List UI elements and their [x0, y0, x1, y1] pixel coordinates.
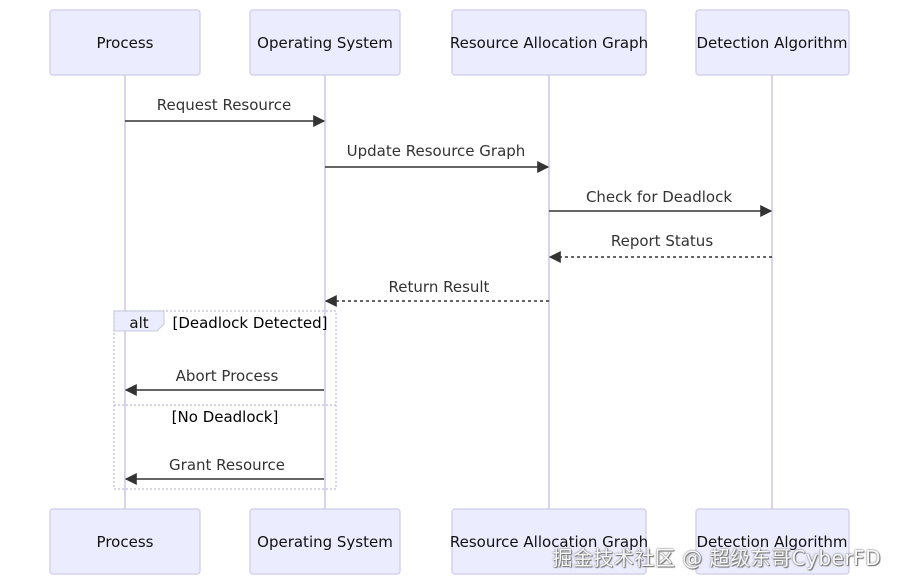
- alt-condition-deadlock-detected: [Deadlock Detected]: [172, 314, 327, 332]
- actor-top-detection-algorithm: Detection Algorithm: [695, 9, 850, 76]
- actor-bottom-resource-allocation-graph: Resource Allocation Graph: [450, 508, 648, 575]
- message-grant-resource: Grant Resource: [124, 456, 324, 485]
- alt-keyword: alt: [129, 314, 148, 332]
- message-report-status: Report Status: [548, 232, 772, 263]
- message-label: Update Resource Graph: [347, 142, 526, 160]
- actor-top-operating-system: Operating System: [249, 9, 401, 76]
- message-check-for-deadlock: Check for Deadlock: [549, 188, 773, 217]
- message-label: Request Resource: [157, 96, 292, 114]
- message-update-resource-graph: Update Resource Graph: [325, 142, 550, 173]
- alt-keyword-tab: [113, 310, 165, 332]
- actor-bottom-operating-system: Operating System: [249, 508, 401, 575]
- message-label: Grant Resource: [169, 456, 285, 474]
- actor-label: Detection Algorithm: [696, 533, 847, 551]
- actor-label: Process: [97, 34, 154, 52]
- alt-frame: alt [Deadlock Detected] [No Deadlock]: [113, 310, 337, 490]
- alt-condition-no-deadlock: [No Deadlock]: [172, 408, 279, 426]
- message-label: Abort Process: [176, 367, 279, 385]
- message-label: Check for Deadlock: [586, 188, 732, 206]
- message-abort-process: Abort Process: [124, 367, 324, 396]
- actor-label: Resource Allocation Graph: [450, 34, 648, 52]
- actor-label: Process: [97, 533, 154, 551]
- actor-label: Operating System: [257, 533, 393, 551]
- actor-label: Resource Allocation Graph: [450, 533, 648, 551]
- message-return-result: Return Result: [324, 278, 549, 307]
- actor-label: Detection Algorithm: [696, 34, 847, 52]
- message-label: Return Result: [389, 278, 490, 296]
- actor-bottom-process: Process: [49, 508, 201, 575]
- message-request-resource: Request Resource: [125, 96, 326, 127]
- actor-top-process: Process: [49, 9, 201, 76]
- actor-top-resource-allocation-graph: Resource Allocation Graph: [450, 9, 648, 76]
- actor-bottom-detection-algorithm: Detection Algorithm: [695, 508, 850, 575]
- message-label: Report Status: [611, 232, 713, 250]
- actor-label: Operating System: [257, 34, 393, 52]
